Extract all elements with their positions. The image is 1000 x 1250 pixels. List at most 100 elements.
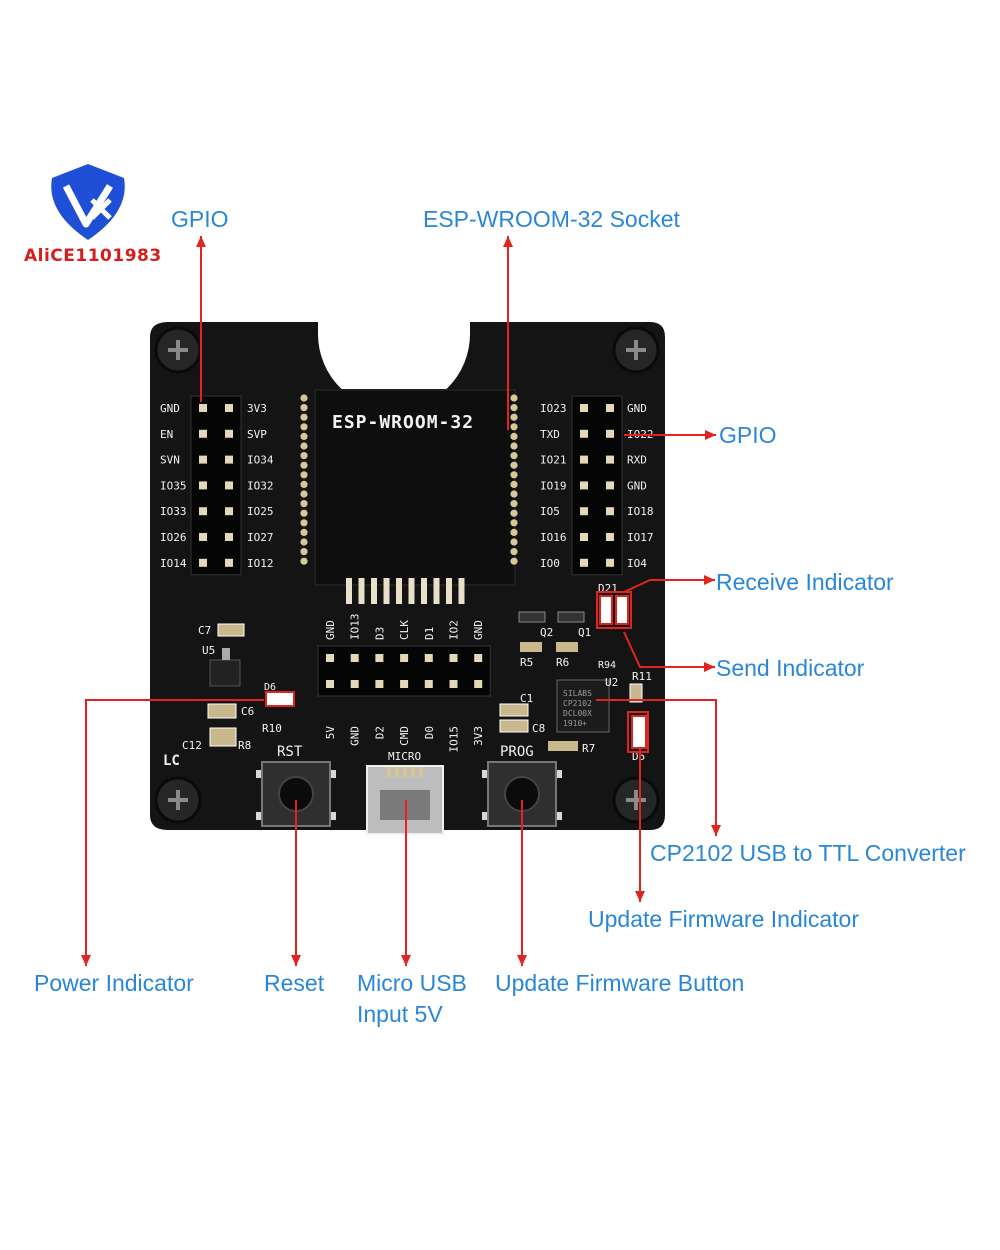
socket-pin-left bbox=[300, 461, 308, 469]
c8-capacitor bbox=[499, 719, 529, 733]
socket-pin-left bbox=[300, 413, 308, 421]
left-header-label: IO32 bbox=[247, 479, 274, 492]
r6-label: R6 bbox=[556, 656, 569, 669]
header-pin bbox=[580, 507, 588, 516]
c6-label: C6 bbox=[241, 705, 254, 718]
socket-pin-left bbox=[300, 423, 308, 431]
header-pin bbox=[580, 533, 588, 541]
left-header-label: IO25 bbox=[247, 505, 274, 518]
c12-capacitor bbox=[209, 727, 237, 747]
socket-pin-bottom bbox=[408, 578, 415, 604]
screw-cross-icon bbox=[626, 790, 646, 810]
callout-arrow-line bbox=[596, 699, 717, 836]
socket-pin-bottom bbox=[421, 578, 427, 604]
callout-arrow-head bbox=[401, 955, 411, 966]
socket-pin-bottom bbox=[396, 578, 402, 604]
socket-pin-right bbox=[510, 432, 518, 440]
callout-arrow-head bbox=[503, 236, 513, 247]
header-pin bbox=[580, 481, 588, 490]
callout-reset: Reset bbox=[264, 970, 325, 996]
right-header-label: IO5 bbox=[540, 505, 560, 518]
callout-send-indicator: Send Indicator bbox=[716, 655, 865, 681]
socket-pin-left bbox=[300, 480, 308, 488]
c12-label: C12 bbox=[182, 739, 202, 752]
bottom-header-label: CLK bbox=[398, 620, 411, 640]
socket-pin-right bbox=[510, 528, 518, 537]
socket-pin-bottom bbox=[358, 578, 365, 604]
header-pin bbox=[606, 455, 614, 464]
indicator-highlight-box bbox=[596, 591, 632, 629]
d2-d1-label: D21 bbox=[598, 582, 618, 595]
socket-pin-left bbox=[300, 394, 308, 402]
right-header-label: IO16 bbox=[540, 531, 567, 544]
right-gpio-header bbox=[571, 395, 623, 576]
callout-micro-usb-line1: Micro USB bbox=[357, 970, 467, 996]
socket-pin-right bbox=[510, 442, 518, 450]
bottom-header-label: 5V bbox=[324, 726, 337, 740]
socket-pin-left bbox=[300, 452, 308, 460]
socket-pin-left bbox=[300, 490, 308, 498]
r6-resistor bbox=[556, 642, 578, 652]
firmware-led-d5 bbox=[631, 715, 647, 749]
power-led-d6 bbox=[265, 691, 295, 707]
cp2102-chip-text: DCL00X bbox=[563, 709, 592, 718]
left-header-label: GND bbox=[160, 402, 180, 415]
micro-label: MICRO bbox=[388, 750, 421, 763]
socket-pin-right bbox=[510, 548, 518, 556]
header-pin bbox=[400, 680, 409, 688]
callout-arrow-line bbox=[623, 579, 715, 593]
cp2102-chip-text: 1910+ bbox=[563, 719, 587, 728]
header-pin bbox=[580, 558, 588, 567]
header-pin bbox=[474, 680, 483, 688]
callout-arrow-head bbox=[517, 955, 527, 966]
prog-label: PROG bbox=[500, 744, 534, 760]
q1-label: Q1 bbox=[578, 626, 591, 639]
callout-arrow-head bbox=[196, 236, 206, 247]
bottom-header-label: GND bbox=[349, 726, 362, 746]
socket-pin-bottom bbox=[458, 578, 465, 604]
socket-pin-right bbox=[510, 490, 518, 498]
callout-gpio-left: GPIO bbox=[171, 206, 229, 232]
socket-pin-right bbox=[510, 557, 518, 565]
header-pin bbox=[199, 481, 207, 490]
socket-pin-right bbox=[510, 480, 518, 488]
bottom-header-label: IO15 bbox=[448, 726, 461, 753]
callout-arrow-line bbox=[85, 699, 264, 966]
bottom-header-label: IO13 bbox=[349, 614, 362, 641]
r11-label: R11 bbox=[632, 670, 652, 683]
socket-pin-left bbox=[300, 528, 308, 537]
u2-label: U2 bbox=[605, 676, 618, 689]
bottom-header bbox=[317, 645, 491, 697]
header-pin bbox=[199, 507, 207, 516]
left-header-label: IO12 bbox=[247, 557, 274, 570]
bottom-header-label: IO2 bbox=[448, 620, 461, 640]
socket-pin-right bbox=[510, 394, 518, 402]
bottom-header-label: CMD bbox=[398, 726, 411, 746]
callout-arrow-head bbox=[704, 662, 715, 672]
right-header-label: IO17 bbox=[627, 531, 654, 544]
header-pin bbox=[580, 455, 588, 464]
socket-pin-left bbox=[300, 538, 308, 546]
socket-pin-left bbox=[300, 442, 308, 450]
socket-pin-left bbox=[300, 500, 308, 508]
u5-label: U5 bbox=[202, 644, 215, 657]
header-pin bbox=[326, 654, 334, 662]
micro-usb-pin bbox=[411, 767, 415, 777]
firmware-indicator-highlight-box bbox=[627, 711, 649, 753]
header-pin bbox=[225, 558, 233, 567]
brand-mark-icon bbox=[62, 184, 113, 228]
header-pin bbox=[225, 455, 233, 464]
callout-cp2102: CP2102 USB to TTL Converter bbox=[650, 840, 966, 866]
left-header-label: IO26 bbox=[160, 531, 187, 544]
module-label: ESP-WROOM-32 bbox=[332, 412, 474, 433]
r10-label: R10 bbox=[262, 722, 282, 735]
micro-usb-pin bbox=[403, 767, 407, 777]
header-pin bbox=[199, 558, 207, 567]
left-gpio-header bbox=[190, 395, 242, 576]
callout-arrow-head bbox=[291, 955, 301, 966]
left-header-label: SVP bbox=[247, 428, 267, 441]
callout-receive-indicator: Receive Indicator bbox=[716, 569, 894, 595]
c1-capacitor bbox=[499, 703, 529, 717]
bottom-header-label: GND bbox=[324, 620, 337, 640]
c7-capacitor bbox=[217, 623, 245, 637]
